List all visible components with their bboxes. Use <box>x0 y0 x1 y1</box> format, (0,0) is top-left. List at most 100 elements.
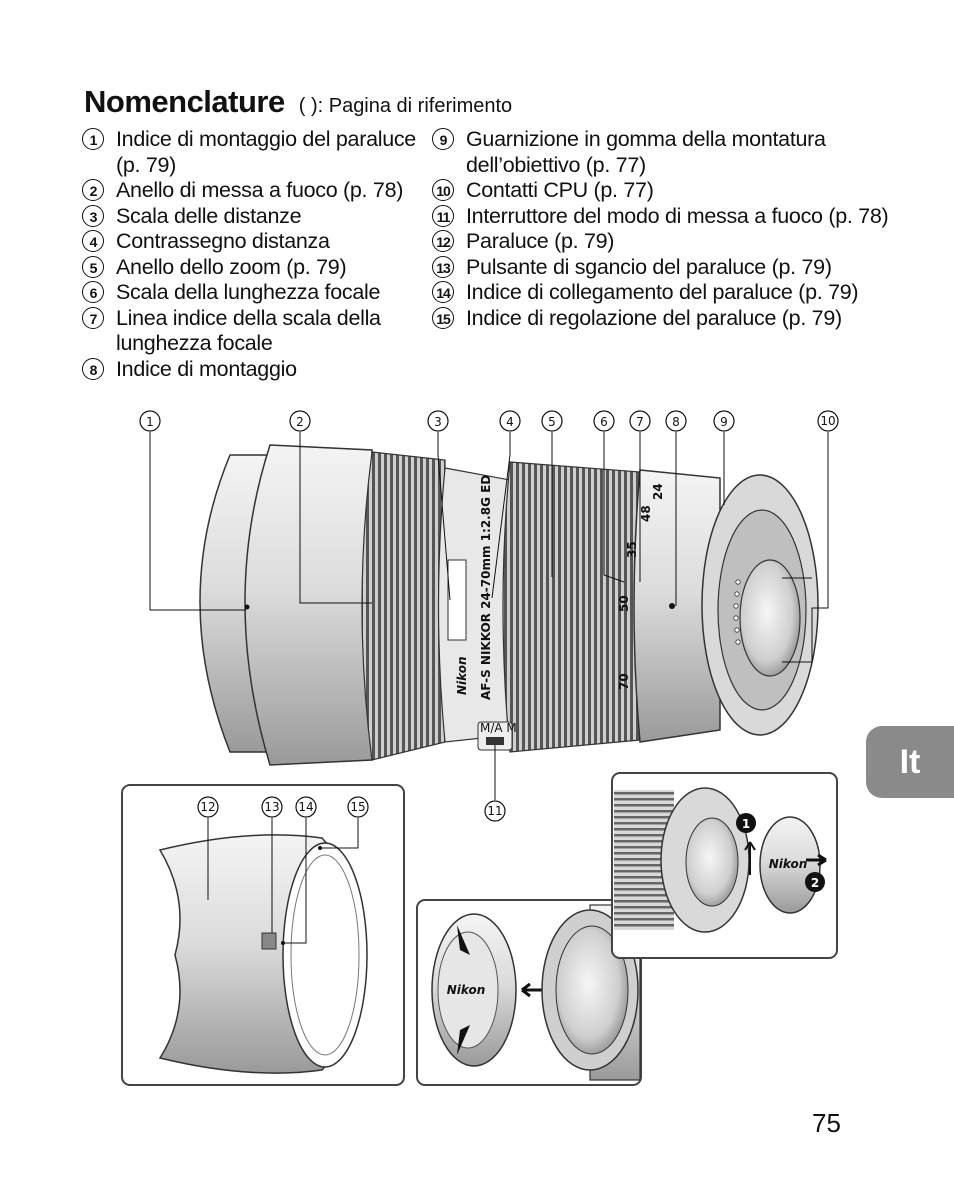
legend-label: Indice di collegamento del paraluce (p. … <box>466 280 859 304</box>
callout-12: 12 <box>197 796 219 818</box>
legend-label: Linea indice della scala della lunghezza… <box>116 305 381 356</box>
rear-cap-logo: Nikon <box>769 857 808 871</box>
legend-item: 9 Guarnizione in gomma della montatura de… <box>432 127 892 178</box>
legend-number: 14 <box>432 281 454 303</box>
legend-item: 5 Anello dello zoom (p. 79) <box>82 255 422 281</box>
focal-mark: 70 <box>617 673 631 690</box>
language-tab: It <box>866 726 954 798</box>
legend-number: 9 <box>432 128 454 150</box>
legend-item: 1 Indice di montaggio del paraluce (p. 79… <box>82 127 422 178</box>
legend-label: Pulsante di sgancio del paraluce (p. 79) <box>466 254 832 279</box>
callout-15: 15 <box>347 796 369 818</box>
callout-7: 7 <box>629 410 651 432</box>
callout-number: 5 <box>548 415 556 429</box>
legend-label: Scala delle distanze <box>116 203 302 228</box>
lens-brand-text: Nikon <box>455 657 469 696</box>
legend-number: 1 <box>82 128 104 150</box>
callout-number: 10 <box>820 414 835 428</box>
legend-item: 8 Indice di montaggio <box>82 357 422 383</box>
callout-8: 8 <box>665 410 687 432</box>
legend-item: 7 Linea indice della scala della lunghezz… <box>82 306 422 357</box>
callout-number: 4 <box>506 415 514 429</box>
callout-3: 3 <box>427 410 449 432</box>
legend-number: 8 <box>82 357 104 380</box>
legend-label: Anello di messa a fuoco (p. 78) <box>116 178 404 202</box>
legend-number: 4 <box>82 230 104 252</box>
legend-label: Anello dello zoom (p. 79) <box>116 254 347 279</box>
callout-number: 15 <box>350 800 365 814</box>
legend-right-column: 9 Guarnizione in gomma della montatura de… <box>432 127 892 331</box>
legend-item: 15 Indice di regolazione del paraluce (p.… <box>432 306 892 332</box>
callout-4: 4 <box>499 410 521 432</box>
callout-5: 5 <box>541 410 563 432</box>
callout-9: 9 <box>713 410 735 432</box>
legend-number: 3 <box>82 204 104 227</box>
step-number: 2 <box>811 876 819 890</box>
legend-left-column: 1 Indice di montaggio del paraluce (p. 79… <box>82 127 422 382</box>
focal-mark: 50 <box>617 595 631 612</box>
legend-number: 15 <box>432 306 454 329</box>
page-subtitle: ( ): Pagina di riferimento <box>298 95 513 117</box>
legend-label: Indice di montaggio <box>116 356 297 381</box>
legend-number: 13 <box>432 255 454 278</box>
lens-model-text: AF-S NIKKOR 24-70mm 1:2.8G ED <box>479 475 493 700</box>
callout-number: 8 <box>672 415 680 429</box>
callout-6: 6 <box>593 410 615 432</box>
callout-10: 10 <box>817 410 839 432</box>
legend-item: 6 Scala della lunghezza focale <box>82 280 422 306</box>
legend-label: Interruttore del modo di messa a fuoco (… <box>466 203 889 228</box>
legend-number: 6 <box>82 281 104 303</box>
lens-body: 70 50 35 48 24 AF-S NIKKOR 24-70mm 1:2.8… <box>199 444 819 766</box>
callout-14: 14 <box>295 796 317 818</box>
legend-item: 11 Interruttore del modo di messa a fuoco… <box>432 204 892 230</box>
callout-number: 6 <box>600 415 608 429</box>
leader-lines <box>149 432 829 800</box>
switch-marks: M/A M <box>480 721 517 735</box>
legend-label: Contatti CPU (p. 77) <box>466 178 654 202</box>
legend-label: Scala della lunghezza focale <box>116 280 381 304</box>
legend-number: 2 <box>82 179 104 201</box>
legend-item: 3 Scala delle distanze <box>82 204 422 230</box>
focal-mark: 35 <box>625 541 639 558</box>
callout-number: 3 <box>434 415 442 429</box>
step-number: 1 <box>742 817 750 831</box>
callout-number: 2 <box>296 415 304 429</box>
callouts-top: 1 2 3 4 5 6 7 8 9 10 11 <box>139 410 839 822</box>
callout-2: 2 <box>289 410 311 432</box>
legend-item: 2 Anello di messa a fuoco (p. 78) <box>82 178 422 204</box>
rear-cap-panel: Nikon 1 2 <box>611 772 838 959</box>
callout-number: 1 <box>146 415 154 429</box>
legend-label: Guarnizione in gomma della montatura del… <box>466 127 826 177</box>
callout-11: 11 <box>484 800 506 822</box>
page-title: Nomenclature <box>84 84 285 119</box>
step-1: 1 <box>736 813 756 833</box>
callout-number: 11 <box>487 804 502 818</box>
page-header: Nomenclature ( ): Pagina di riferimento <box>84 84 512 120</box>
callout-number: 12 <box>200 800 215 814</box>
legend-item: 14 Indice di collegamento del paraluce (p… <box>432 280 892 306</box>
callout-number: 13 <box>264 800 279 814</box>
focal-mark: 48 <box>639 505 653 522</box>
legend-item: 13 Pulsante di sgancio del paraluce (p. 7… <box>432 255 892 281</box>
page-number: 75 <box>812 1108 841 1138</box>
callout-1: 1 <box>139 410 161 432</box>
callout-number: 14 <box>298 800 313 814</box>
legend-number: 7 <box>82 306 104 329</box>
hood-panel: 12 13 14 15 <box>121 784 405 1086</box>
legend-item: 10 Contatti CPU (p. 77) <box>432 178 892 204</box>
legend-label: Indice di montaggio del paraluce (p. 79) <box>116 127 416 177</box>
front-cap-panel: Nikon <box>416 899 642 1086</box>
legend-label: Indice di regolazione del paraluce (p. 7… <box>466 305 842 330</box>
legend-number: 10 <box>432 179 454 201</box>
legend-number: 11 <box>432 204 454 227</box>
legend-label: Paraluce (p. 79) <box>466 229 615 253</box>
callout-13: 13 <box>261 796 283 818</box>
focal-mark: 24 <box>651 483 665 500</box>
legend-number: 5 <box>82 255 104 278</box>
callout-number: 9 <box>720 415 728 429</box>
callout-number: 7 <box>636 415 644 429</box>
front-cap-logo: Nikon <box>447 983 486 997</box>
